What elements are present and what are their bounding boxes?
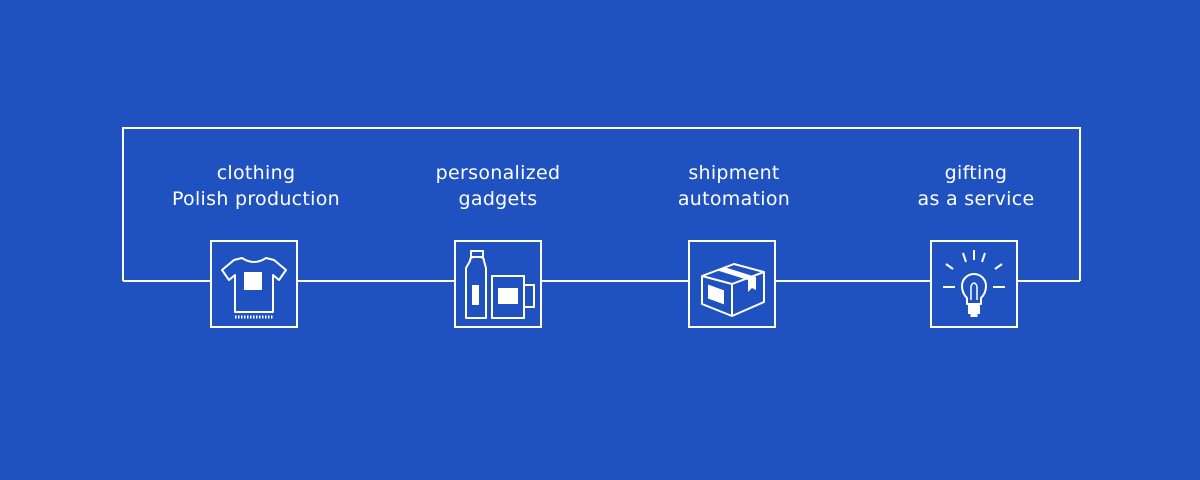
step-label-line1: personalized <box>435 162 561 184</box>
step-label-line2: gadgets <box>458 188 538 210</box>
step-label-line2: Polish production <box>171 188 341 210</box>
step-label-gadgets: personalized gadgets <box>378 160 618 212</box>
step-label-line1: gifting <box>944 162 1008 184</box>
bottle-and-mug-icon <box>465 250 535 319</box>
step-icon-box-clothing <box>210 240 298 328</box>
step-label-line2: automation <box>677 188 791 210</box>
step-icon-box-gifting <box>930 240 1018 328</box>
step-label-line1: clothing <box>216 162 296 184</box>
step-icon-box-gadgets <box>454 240 542 328</box>
step-label-gifting: gifting as a service <box>856 160 1096 212</box>
step-label-line1: shipment <box>688 162 780 184</box>
step-icon-box-shipment <box>688 240 776 328</box>
package-box-icon <box>701 263 765 317</box>
lightbulb-icon <box>943 250 1005 317</box>
step-label-clothing: clothing Polish production <box>136 160 376 212</box>
step-label-shipment: shipment automation <box>614 160 854 212</box>
step-label-line2: as a service <box>917 188 1035 210</box>
t-shirt-icon <box>221 257 287 319</box>
